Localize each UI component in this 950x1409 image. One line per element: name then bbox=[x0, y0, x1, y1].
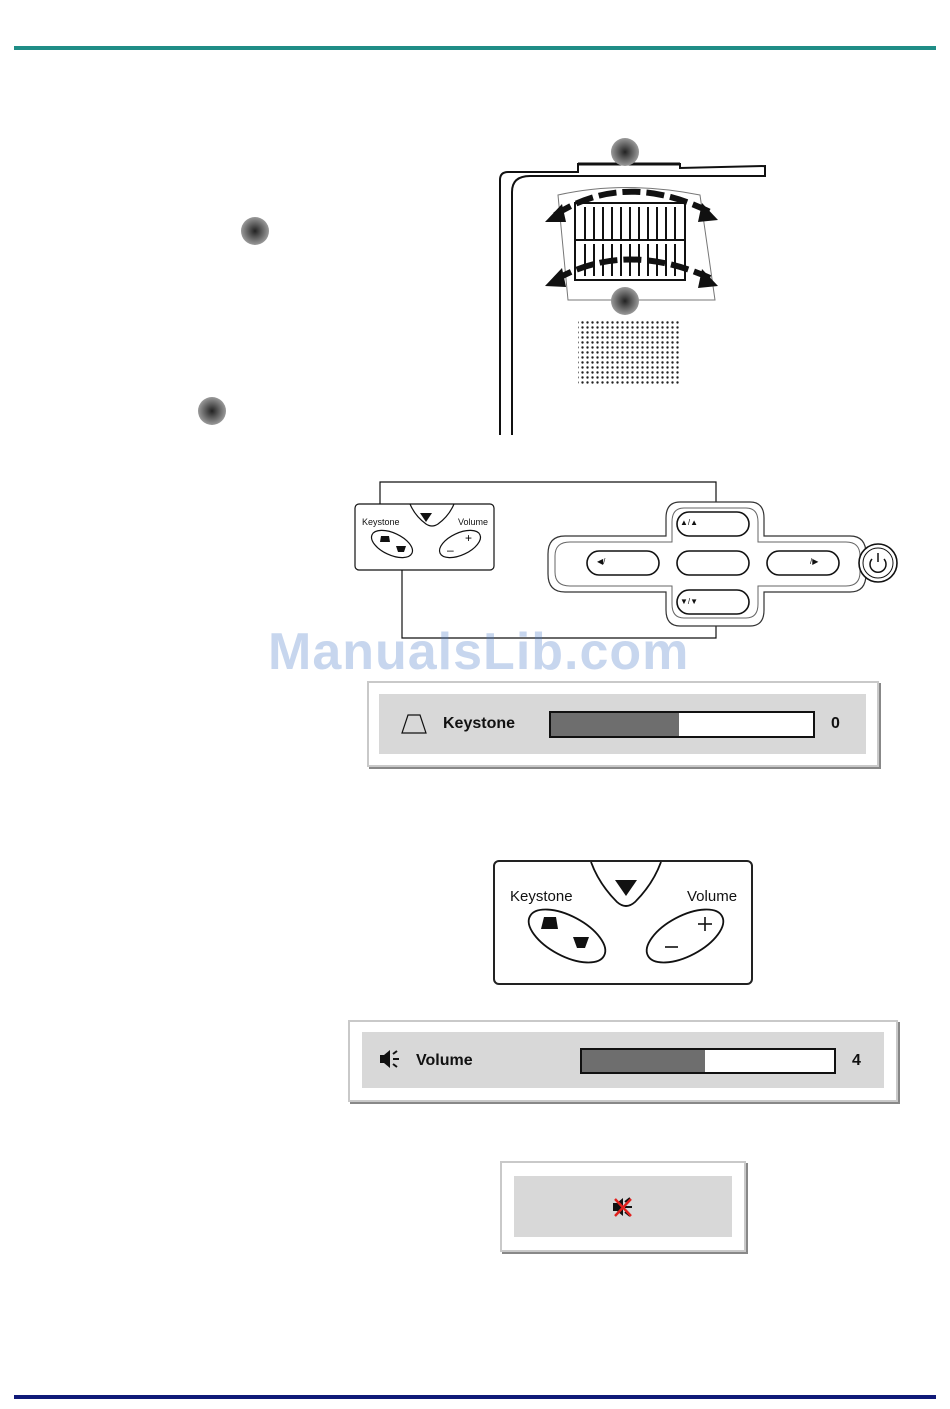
small-keystone-label: Keystone bbox=[362, 517, 400, 527]
footer-rule bbox=[14, 1395, 936, 1399]
svg-text:–: – bbox=[447, 543, 454, 557]
volume-button[interactable] bbox=[648, 918, 722, 956]
svg-text:+: + bbox=[465, 531, 472, 545]
volume-osd: Volume 4 bbox=[348, 1020, 898, 1102]
mute-speaker-icon bbox=[611, 1196, 635, 1218]
keystone-osd-value: 0 bbox=[831, 715, 840, 733]
keystone-osd-label: Keystone bbox=[443, 715, 515, 733]
nav-down-button[interactable]: ▼/▼ bbox=[680, 597, 698, 606]
volume-osd-value: 4 bbox=[852, 1052, 861, 1070]
header-rule bbox=[14, 46, 936, 50]
callout-dot-text-1 bbox=[241, 217, 269, 245]
callout-dot-focus bbox=[611, 287, 639, 315]
keystone-button-label: Keystone bbox=[510, 888, 573, 905]
volume-level-bar bbox=[580, 1048, 836, 1074]
callout-dot-zoom bbox=[611, 138, 639, 166]
speaker-icon bbox=[378, 1049, 402, 1069]
nav-up-button[interactable]: ▲/▲ bbox=[680, 518, 698, 527]
keystone-trapezoid-icon bbox=[401, 714, 427, 734]
keystone-level-bar bbox=[549, 711, 815, 738]
small-volume-label: Volume bbox=[458, 517, 488, 527]
volume-osd-label: Volume bbox=[416, 1052, 473, 1070]
menu-down-button[interactable] bbox=[614, 872, 640, 898]
watermark: ManualsLib.com bbox=[268, 622, 689, 682]
keypad-detail: Keystone Volume bbox=[493, 860, 753, 985]
volume-level-fill bbox=[582, 1050, 705, 1072]
keystone-level-fill bbox=[551, 713, 679, 736]
mute-osd bbox=[500, 1161, 746, 1252]
nav-right-button[interactable]: /▶ bbox=[810, 557, 818, 566]
keystone-osd: Keystone 0 bbox=[367, 681, 879, 767]
keystone-button[interactable] bbox=[530, 918, 604, 956]
nav-left-button[interactable]: ◀/ bbox=[597, 557, 605, 566]
power-button[interactable] bbox=[859, 544, 897, 582]
callout-dot-text-2 bbox=[198, 397, 226, 425]
volume-button-label: Volume bbox=[687, 888, 737, 905]
projector-lens-illustration bbox=[490, 130, 780, 440]
